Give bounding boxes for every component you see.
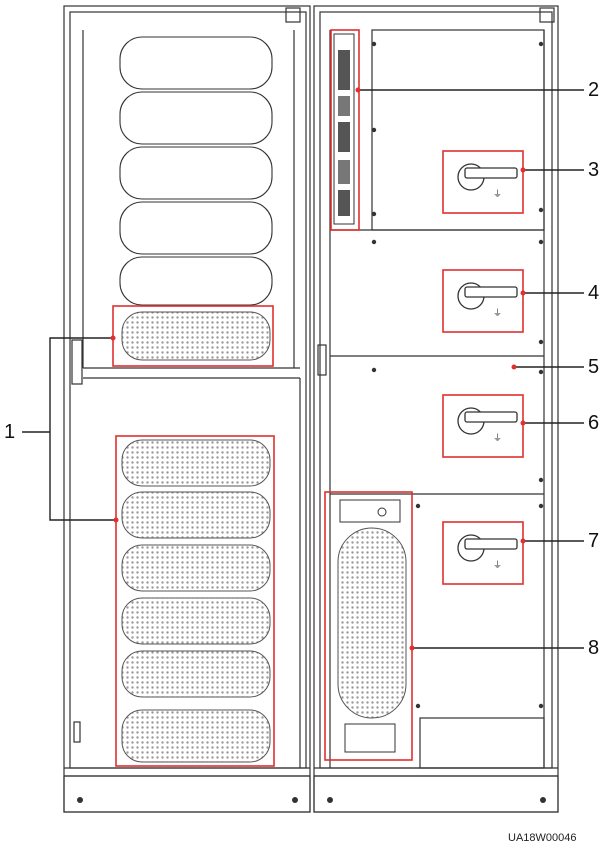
panel-bolts: [371, 41, 544, 709]
dust-filters: [121, 311, 271, 763]
control-module: [330, 29, 360, 231]
breaker-handle-icon: [442, 394, 524, 458]
breaker-handle-icon: [442, 269, 524, 333]
foot-bolt: [292, 797, 298, 803]
leader-lines: [22, 89, 584, 649]
callout-3: 3: [588, 159, 600, 181]
foot-bolt: [77, 797, 83, 803]
lower-compartment: [324, 491, 413, 761]
foot-bolt: [327, 797, 333, 803]
callout-1: 1: [4, 421, 16, 443]
callout-7: 7: [588, 530, 600, 552]
module-slots-upper: [119, 36, 273, 306]
left-cabinet: [63, 5, 311, 813]
callout-8: 8: [588, 637, 600, 659]
callout-2: 2: [588, 79, 600, 101]
breaker-handle-icon: [442, 150, 524, 214]
callout-5: 5: [588, 356, 600, 378]
leader-dots: [110, 87, 526, 651]
foot-bolt: [540, 797, 546, 803]
callout-4: 4: [588, 282, 600, 304]
callout-6: 6: [588, 412, 600, 434]
breaker-handle-icon: [442, 521, 524, 585]
right-cabinet: [285, 5, 559, 813]
drawing-code: UA18W00046: [508, 832, 577, 844]
